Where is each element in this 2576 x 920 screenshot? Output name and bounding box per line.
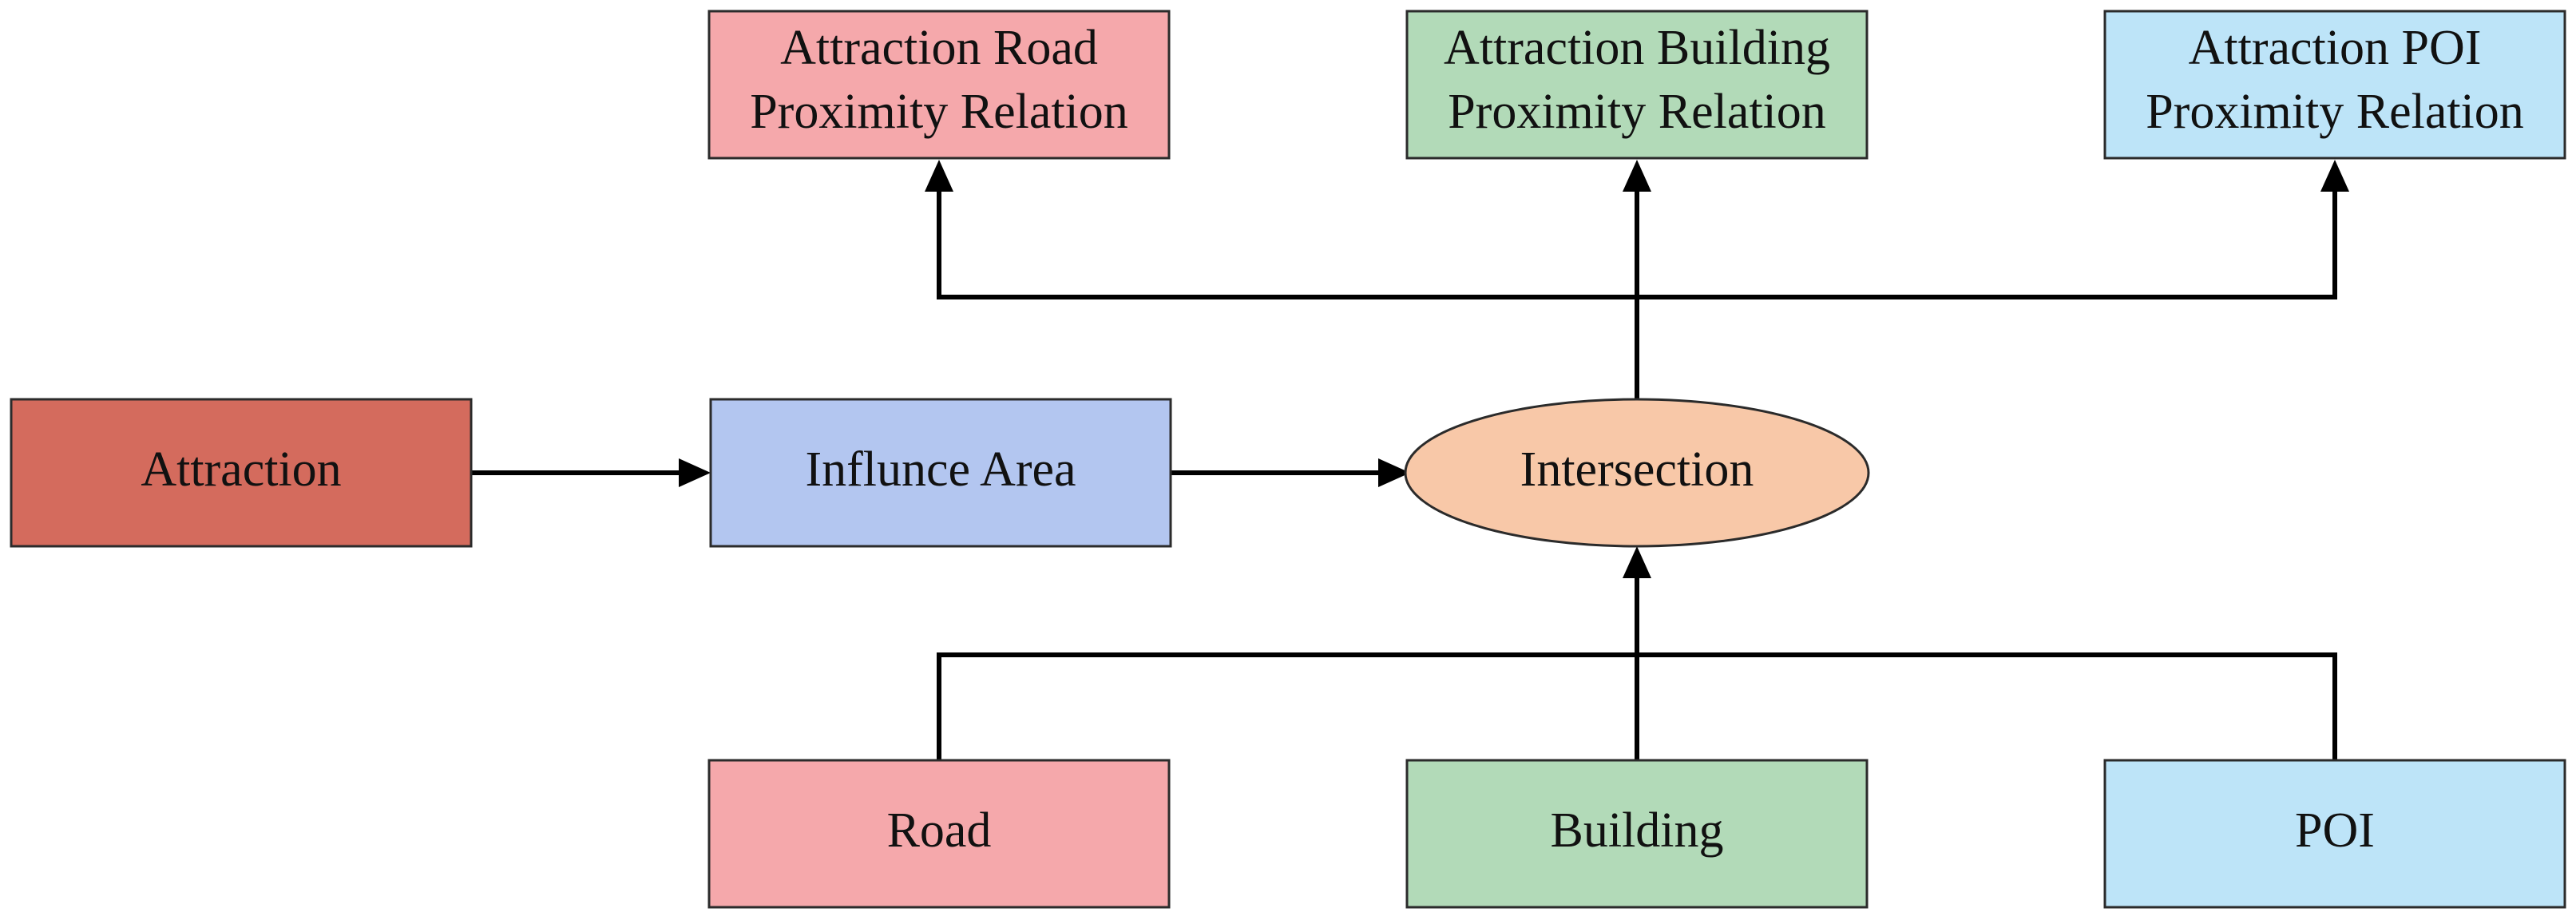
node-building-relation-box (1405, 10, 1869, 160)
node-influence-area: Influnce Area (709, 398, 1172, 548)
edge-intersection-input-arrowhead (1623, 546, 1651, 578)
node-influence-area-label: Influnce Area (805, 442, 1076, 497)
node-poi-relation: Attraction POI Proximity Relation (2103, 10, 2566, 160)
node-building-label: Building (1550, 803, 1723, 858)
node-intersection-label: Intersection (1520, 442, 1754, 497)
node-poi-relation-line2: Proximity Relation (2146, 85, 2524, 139)
node-poi-box (2103, 759, 2566, 909)
node-intersection: Intersection (1404, 398, 1870, 548)
edge-attraction-to-influence-area (471, 458, 711, 487)
edge-intersection-to-relations (925, 160, 2349, 399)
node-poi-label: POI (2295, 803, 2375, 858)
node-building: Building (1405, 759, 1869, 909)
poi-relation-arrowhead (2320, 160, 2349, 192)
edge-poi-to-junction (1637, 652, 2337, 760)
node-attraction: Attraction (10, 398, 473, 548)
node-road-relation-line1: Attraction Road (780, 21, 1098, 75)
node-poi-relation-box (2103, 10, 2566, 160)
node-road-box (707, 759, 1171, 909)
node-road-relation-box (707, 10, 1171, 160)
edge-inputs-to-intersection (937, 546, 2337, 760)
node-building-box (1405, 759, 1869, 909)
building-relation-arrowhead (1623, 160, 1651, 192)
node-building-relation-line1: Attraction Building (1444, 21, 1830, 75)
node-road-label: Road (887, 803, 992, 858)
road-relation-arrowhead (925, 160, 953, 192)
node-road: Road (707, 759, 1171, 909)
edge-road-to-junction (937, 652, 1637, 760)
node-poi-relation-line1: Attraction POI (2189, 21, 2482, 75)
edge-influence-area-to-intersection (1171, 458, 1410, 487)
node-poi: POI (2103, 759, 2566, 909)
node-attraction-label: Attraction (141, 442, 341, 497)
node-road-relation: Attraction Road Proximity Relation (707, 10, 1171, 160)
node-building-relation-line2: Proximity Relation (1448, 85, 1826, 139)
node-road-relation-line2: Proximity Relation (750, 85, 1128, 139)
node-intersection-ellipse (1404, 398, 1870, 548)
node-influence-area-box (709, 398, 1172, 548)
node-attraction-box (10, 398, 473, 548)
node-building-relation: Attraction Building Proximity Relation (1405, 10, 1869, 160)
